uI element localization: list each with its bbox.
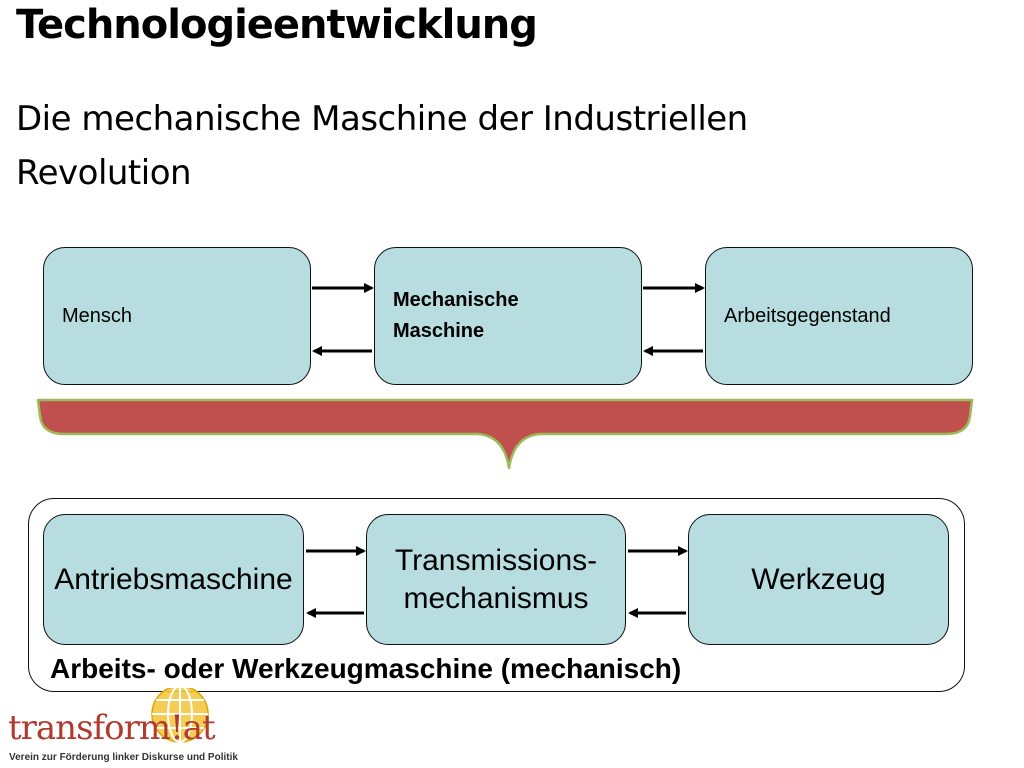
box-werkzeug: Werkzeug bbox=[688, 514, 949, 645]
transform-at-logo bbox=[151, 688, 209, 743]
box-mensch-label: Mensch bbox=[62, 304, 133, 327]
box-antriebsmaschine-label: Antriebsmaschine bbox=[54, 562, 293, 596]
box-mensch: Mensch bbox=[43, 247, 311, 385]
box-mechanische-maschine: Mechanische Maschine bbox=[374, 247, 642, 385]
curly-brace bbox=[36, 398, 974, 470]
box-transmissionsmechanismus: Transmissions-mechanismus bbox=[366, 514, 626, 645]
box-arbeitsgegenstand: Arbeitsgegenstand bbox=[705, 247, 973, 385]
logo-wordmark: transform!at bbox=[8, 708, 216, 748]
box-antriebsmaschine: Antriebsmaschine bbox=[43, 514, 304, 645]
logo-tagline: Verein zur Förderung linker Diskurse und… bbox=[9, 752, 238, 763]
globe-icon bbox=[151, 688, 209, 743]
box-arbeitsgegenstand-label: Arbeitsgegenstand bbox=[724, 304, 891, 327]
werkzeugmaschine-group bbox=[28, 498, 965, 692]
box-werkzeug-label: Werkzeug bbox=[751, 562, 886, 596]
box-mechanische-maschine-label: Mechanische Maschine bbox=[393, 289, 519, 342]
group-label: Arbeits- oder Werkzeugmaschine (mechanis… bbox=[50, 653, 682, 684]
slide-title: Technologieentwicklung bbox=[16, 2, 538, 48]
slide-subtitle: Die mechanische Maschine der Industriell… bbox=[16, 99, 748, 193]
box-transmissionsmechanismus-label: Transmissions-mechanismus bbox=[394, 543, 598, 615]
